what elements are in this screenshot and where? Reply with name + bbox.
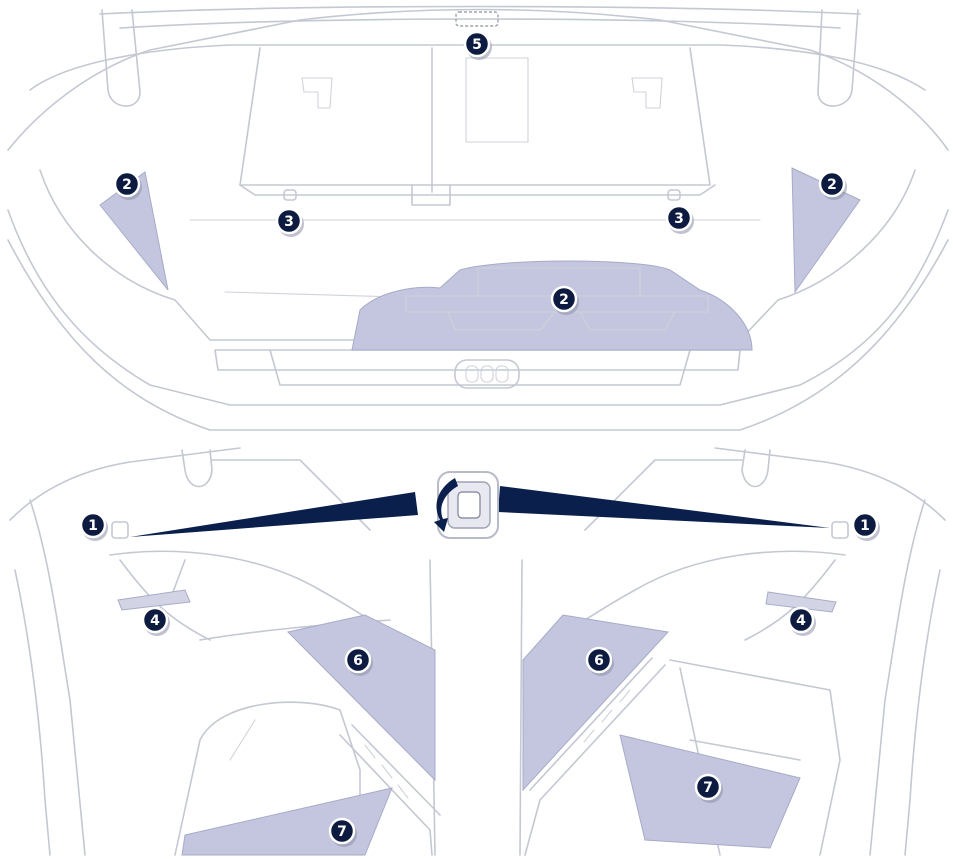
callout-7-right: 7 xyxy=(694,773,723,803)
switch-detail xyxy=(130,471,830,539)
right-floor-panel-6 xyxy=(522,614,669,792)
callout-2-center: 2 xyxy=(550,285,579,315)
right-pointer-arrow xyxy=(498,486,830,528)
center-storage-cover xyxy=(351,260,753,351)
left-pointer-arrow xyxy=(130,492,418,537)
svg-text:3: 3 xyxy=(674,211,684,227)
callout-7-left: 7 xyxy=(328,817,357,847)
left-floor-panel-6 xyxy=(287,614,436,782)
svg-text:2: 2 xyxy=(122,177,132,193)
svg-text:2: 2 xyxy=(559,292,569,308)
callout-4-left: 4 xyxy=(141,606,170,636)
callout-2-left: 2 xyxy=(113,170,142,200)
svg-text:4: 4 xyxy=(150,613,160,629)
callout-4-right: 4 xyxy=(787,606,816,636)
callout-5-top: 5 xyxy=(463,30,492,60)
callout-2-right: 2 xyxy=(818,170,847,200)
callout-3-right: 3 xyxy=(665,204,694,234)
svg-text:4: 4 xyxy=(796,613,806,629)
callout-6-right: 6 xyxy=(585,646,614,676)
callout-1-right: 1 xyxy=(851,511,880,541)
callout-3-left: 3 xyxy=(275,207,304,237)
svg-text:5: 5 xyxy=(472,37,482,53)
callouts: 5 2 2 2 3 3 1 xyxy=(79,30,880,847)
callout-6-left: 6 xyxy=(344,646,373,676)
right-strip-4 xyxy=(765,591,837,613)
left-bin-panel-7 xyxy=(181,787,393,856)
left-strip-4 xyxy=(117,589,191,611)
svg-text:3: 3 xyxy=(284,214,294,230)
svg-text:1: 1 xyxy=(88,518,98,534)
svg-text:6: 6 xyxy=(353,653,363,669)
rotate-arrow-icon xyxy=(434,478,458,532)
top-boot-view xyxy=(7,5,949,431)
svg-text:1: 1 xyxy=(860,518,870,534)
svg-text:7: 7 xyxy=(337,824,347,840)
svg-text:7: 7 xyxy=(703,780,713,796)
callout-1-left: 1 xyxy=(79,511,108,541)
svg-text:6: 6 xyxy=(594,653,604,669)
svg-text:2: 2 xyxy=(827,177,837,193)
